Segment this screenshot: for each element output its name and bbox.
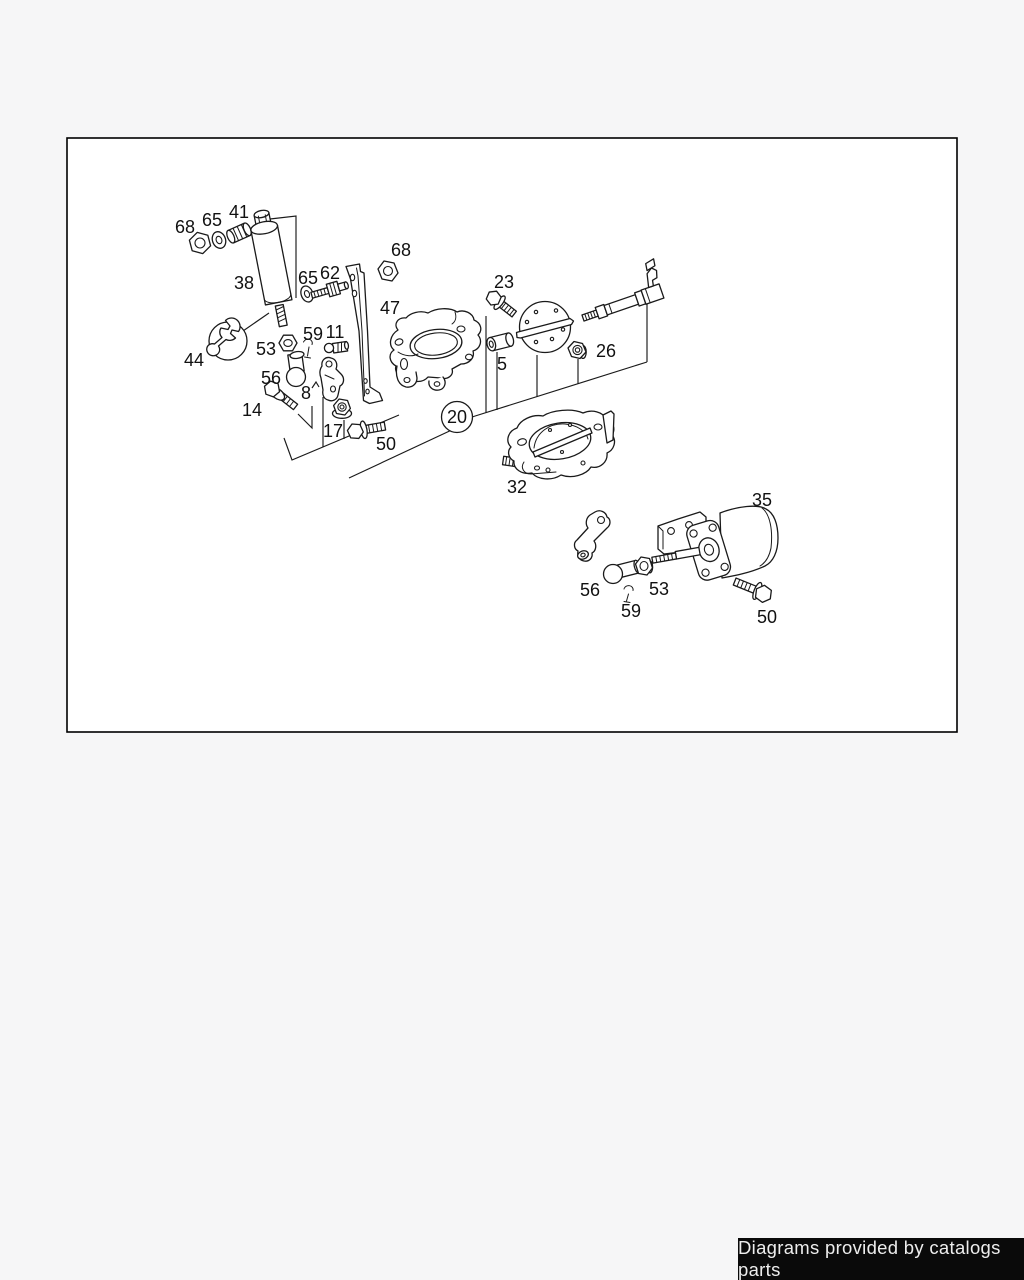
- callout-59-b: 59: [621, 601, 641, 621]
- part-actuator-35: [651, 505, 779, 581]
- tool-wrench-badge-44: [206, 317, 248, 361]
- callout-14: 14: [242, 400, 262, 420]
- callout-26: 26: [596, 341, 616, 361]
- part-throttle-body-32: [501, 409, 616, 480]
- part-spacer-sleeve-5: [486, 332, 515, 352]
- callout-17: 17: [323, 421, 343, 441]
- callout-65-b: 65: [298, 268, 318, 288]
- part-screw-23: [485, 290, 518, 318]
- callout-65-a: 65: [202, 210, 222, 230]
- callout-23: 23: [494, 272, 514, 292]
- callout-labels: 68 65 41 38 44 53 56 59 11 65 62 68 47 8…: [175, 202, 777, 627]
- callout-circle-20: [440, 400, 474, 434]
- part-lever-8: [319, 356, 345, 402]
- part-damper-38: [250, 209, 293, 328]
- callout-59-a: 59: [303, 324, 323, 344]
- callout-32: 32: [507, 477, 527, 497]
- callout-44: 44: [184, 350, 204, 370]
- part-nut-53-lower: [634, 556, 654, 576]
- callout-53-a: 53: [256, 339, 276, 359]
- callout-62: 62: [320, 263, 340, 283]
- callout-50-b: 50: [757, 607, 777, 627]
- callout-68-b: 68: [391, 240, 411, 260]
- callout-56-a: 56: [261, 368, 281, 388]
- part-washer-65-left: [211, 231, 227, 249]
- callout-11: 11: [326, 322, 345, 342]
- callout-41: 41: [229, 202, 249, 222]
- part-screw-62: [310, 280, 349, 299]
- callout-56-b: 56: [580, 580, 600, 600]
- part-nut-26: [567, 340, 587, 360]
- part-clip-59-lower: [623, 585, 634, 603]
- callout-20-circled: 20: [447, 407, 467, 427]
- part-nut-53-upper: [278, 334, 298, 352]
- part-ball-pin-56-upper: [285, 350, 307, 388]
- part-lever-arm-lower: [573, 510, 611, 562]
- part-throttle-flange-20: [389, 308, 482, 391]
- callout-50-a: 50: [376, 434, 396, 454]
- part-bolt-50-lower: [732, 577, 773, 604]
- part-throttle-plate-disc: [515, 300, 575, 354]
- callout-5: 5: [497, 354, 507, 374]
- callout-53-b: 53: [649, 579, 669, 599]
- part-throttle-shaft: [581, 258, 665, 322]
- footer-credit-bar: Diagrams provided by catalogs parts: [738, 1237, 1024, 1280]
- callout-68-a: 68: [175, 217, 195, 237]
- part-nut-68-left: [188, 231, 212, 255]
- part-fitting-11: [323, 340, 350, 354]
- callout-8: 8: [301, 383, 311, 403]
- callout-38: 38: [234, 273, 254, 293]
- callout-35: 35: [752, 490, 772, 510]
- part-clip-59-upper: [303, 338, 313, 359]
- part-nut-68-right: [377, 260, 399, 282]
- part-bracket-47: [345, 263, 384, 405]
- part-bolt-14: [263, 380, 299, 411]
- callout-47: 47: [380, 298, 400, 318]
- footer-credit-text: Diagrams provided by catalogs parts: [738, 1237, 1001, 1280]
- part-bolt-50-mid: [346, 420, 387, 440]
- part-nut-17: [331, 398, 353, 419]
- part-bushing-41: [226, 222, 252, 244]
